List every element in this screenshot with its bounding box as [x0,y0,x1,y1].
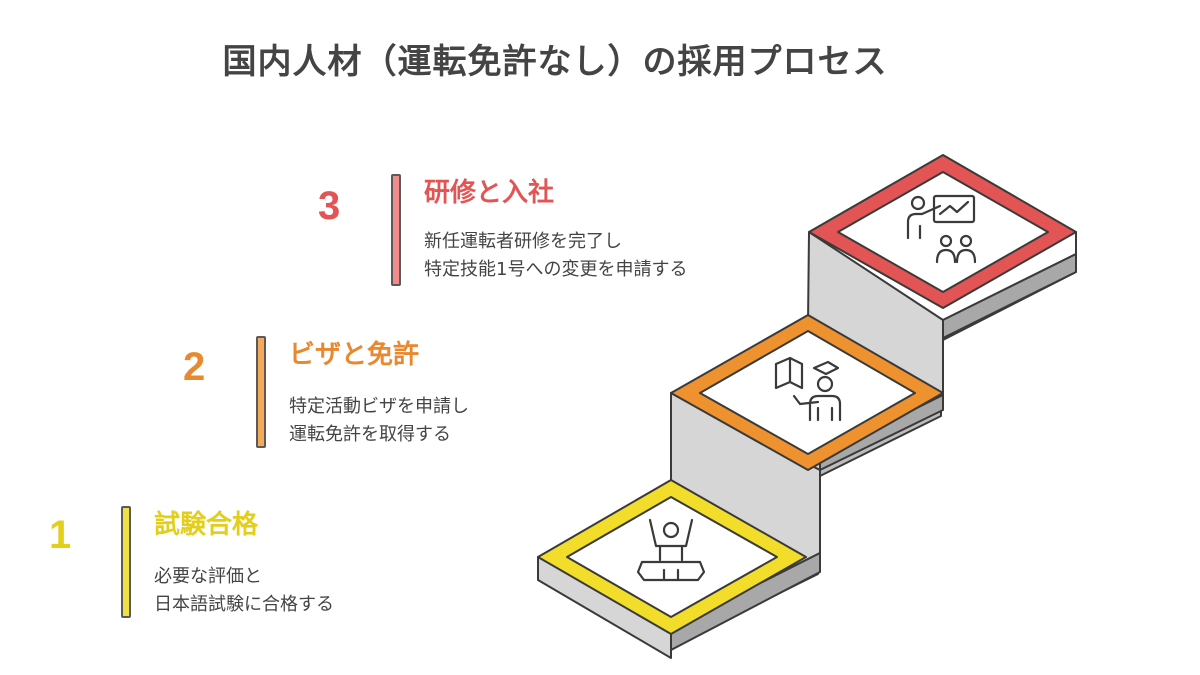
step-2-bar [256,336,266,448]
step-1-title: 試験合格 [154,510,259,540]
step-1-bar [121,506,131,618]
step-2-title: ビザと免許 [289,340,420,370]
step-1-desc-line-2: 日本語試験に合格する [154,594,334,615]
step-1-desc-line-1: 必要な評価と [154,566,262,587]
step-3-desc-line-1: 新任運転者研修を完了し [424,231,622,252]
stair-right-thickness-3 [942,253,1077,339]
step-2-desc-line-2: 運転免許を取得する [289,424,451,445]
training-presentation-icon [906,194,977,264]
step-2-desc-line-1: 特定活動ビザを申請し [289,396,469,417]
step-3-platform-inner [837,171,1049,293]
step-1-platform-inner [566,496,778,618]
driving-instructor-icon [774,356,842,422]
step-2-number: 2 [183,345,206,389]
celebrating-person-icon [636,518,706,582]
step-2-platform-inner [699,330,916,455]
page-title: 国内人材（運転免許なし）の採用プロセス [222,42,888,82]
step-1-number: 1 [49,513,72,557]
step-3-title: 研修と入社 [424,178,555,208]
step-3-desc-line-2: 特定技能1号への変更を申請する [424,259,688,280]
step-3-bar [391,174,401,286]
step-3-number: 3 [318,184,341,228]
